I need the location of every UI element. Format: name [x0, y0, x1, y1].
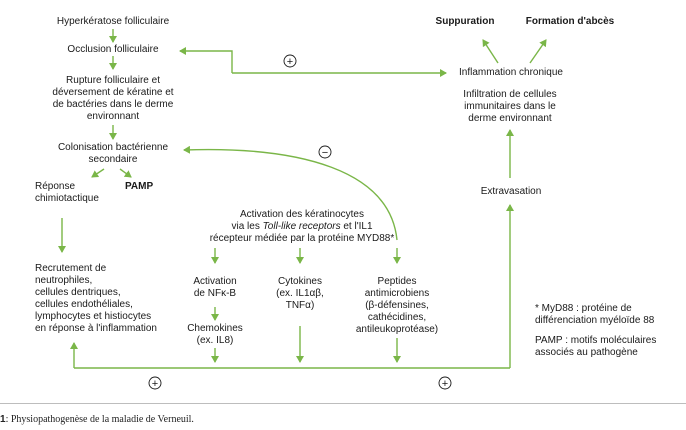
- arrow-inflammation-occlusion: [179, 47, 233, 73]
- node-activation-keratinocytes: Activation des kératinocytes via les Tol…: [209, 209, 395, 244]
- node-abces: Formation d'abcès: [525, 16, 615, 27]
- node-chemokines: Chemokines(ex. IL8): [187, 323, 243, 346]
- minus-sign: −: [322, 147, 328, 159]
- arrow-colonisation-reponse: [91, 168, 105, 178]
- minus-sign-circle: [318, 145, 332, 159]
- node-cytokines: Cytokines(ex. IL1αβ,TNFα): [276, 276, 324, 311]
- plus-sign-bottom-left: +: [152, 378, 158, 390]
- node-inflammation-chronique: Inflammation chronique: [459, 67, 563, 78]
- arrow-inflammation-abces: [529, 39, 547, 64]
- caption-rule: [0, 403, 686, 404]
- caption-number: 1: [0, 414, 6, 425]
- plus-sign-bottom-right-circle: [438, 376, 452, 390]
- node-occlusion: Occlusion folliculaire: [67, 44, 159, 55]
- node-pamp: PAMP: [125, 181, 154, 192]
- figure-caption: 1: Physiopathogenèse de la maladie de Ve…: [0, 414, 194, 426]
- plus-sign-top: +: [287, 56, 293, 68]
- plus-sign-bottom-left-circle: [148, 376, 162, 390]
- node-extravasation: Extravasation: [480, 186, 542, 197]
- node-hyperkeratose: Hyperkératose folliculaire: [56, 16, 170, 27]
- plus-sign-top-circle: [283, 54, 297, 68]
- arrow-colonisation-pamp: [119, 168, 132, 178]
- arrow-peptides-colonisation: [183, 145, 398, 241]
- caption-text: : Physiopathogenèse de la maladie de Ver…: [5, 414, 194, 425]
- node-suppuration: Suppuration: [435, 16, 495, 27]
- arrow-inflammation-suppuration: [482, 39, 499, 64]
- plus-sign-bottom-right: +: [442, 378, 448, 390]
